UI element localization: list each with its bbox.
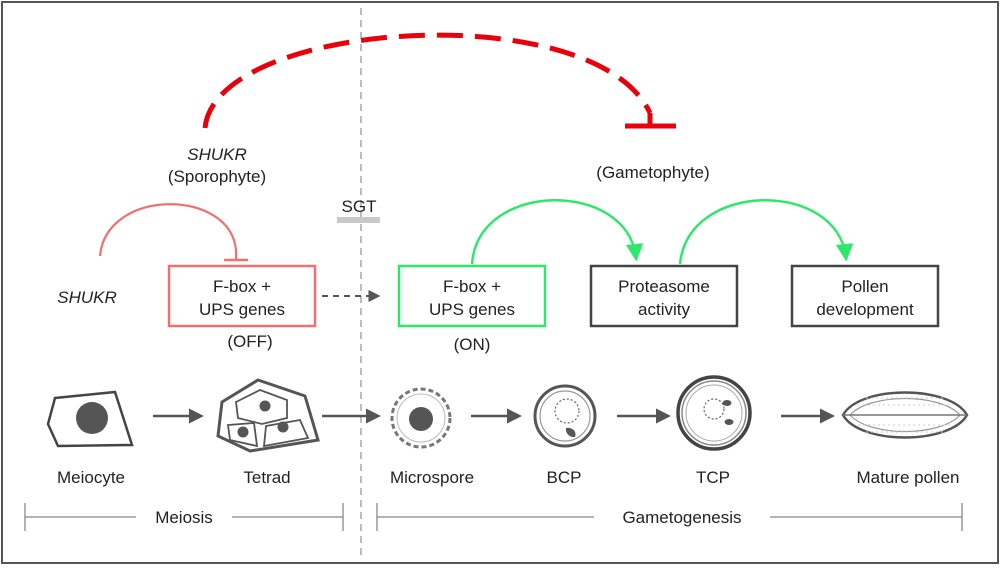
shukr-left-label: SHUKR [57, 288, 117, 307]
cell-label-tcp: TCP [696, 468, 730, 487]
fbox-on-line2: UPS genes [429, 300, 515, 319]
pollen-dev-line1: Pollen [841, 277, 888, 296]
fbox-off-line1: F-box + [213, 277, 271, 296]
on-label: (ON) [454, 335, 491, 354]
mature-pollen-cell-icon [841, 391, 969, 439]
shukr-inhibition-arc [98, 203, 238, 257]
phase-label-meiosis: Meiosis [155, 508, 213, 527]
fbox-ups-on-box [397, 264, 547, 328]
sporophyte-repression-arc [202, 32, 653, 129]
tcp-cell-icon [676, 375, 752, 451]
proteasome-activity-box [589, 264, 739, 328]
pollen-development-box [790, 264, 940, 328]
meiocyte-cell-icon [46, 390, 134, 448]
activation-arrow-1 [470, 199, 644, 265]
bcp-cell-icon [533, 384, 597, 448]
proteasome-line2: activity [638, 300, 690, 319]
sgt-bar [337, 217, 380, 223]
off-label: (OFF) [227, 332, 272, 351]
fbox-off-line2: UPS genes [199, 300, 285, 319]
sporophyte-label: (Sporophyte) [168, 167, 266, 186]
sgt-label: SGT [342, 197, 377, 216]
shukr-sporophyte-name: SHUKR [187, 145, 247, 164]
phase-label-gametogenesis: Gametogenesis [622, 508, 741, 527]
pollen-dev-line2: development [816, 300, 914, 319]
activation-arrow-2 [678, 199, 854, 265]
cell-label-bcp: BCP [547, 468, 582, 487]
gametogenesis-bracket [376, 503, 963, 531]
gametophyte-label: (Gametophyte) [596, 163, 709, 182]
cell-label-microspore: Microspore [390, 468, 474, 487]
cell-label-tetrad: Tetrad [243, 468, 290, 487]
cell-label-mature-pollen: Mature pollen [856, 468, 959, 487]
fbox-ups-off-box [167, 264, 317, 328]
fbox-on-line1: F-box + [443, 277, 501, 296]
cell-label-meiocyte: Meiocyte [57, 468, 125, 487]
tetrad-cell-icon [216, 378, 320, 453]
meiosis-bracket [24, 503, 344, 531]
proteasome-line1: Proteasome [618, 277, 710, 296]
microspore-cell-icon [390, 387, 452, 449]
